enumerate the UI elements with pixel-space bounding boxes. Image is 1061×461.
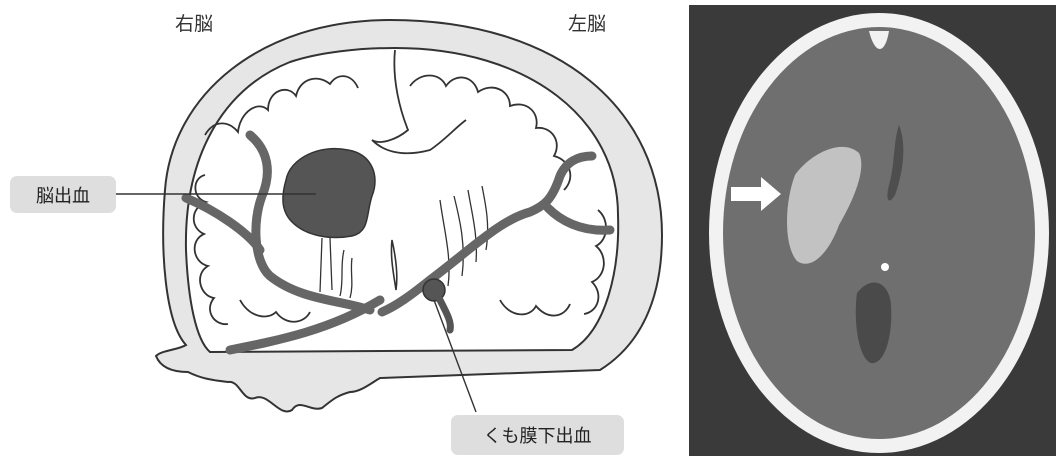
- cerebral-hemorrhage: [283, 149, 375, 238]
- brain-cross-section-diagram: [0, 0, 680, 461]
- ct-scan-image: [689, 5, 1056, 456]
- ct-brain: [723, 27, 1035, 439]
- ct-calcification: [881, 263, 889, 271]
